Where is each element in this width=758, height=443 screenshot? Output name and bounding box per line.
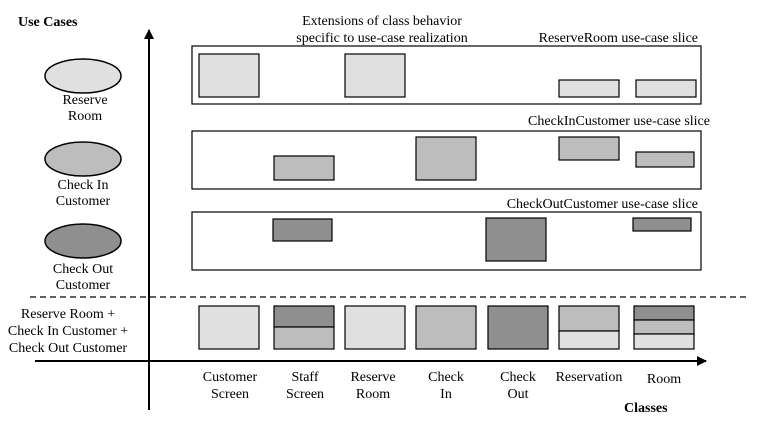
reserve-block-reserve-room — [344, 53, 406, 98]
checkout-block-room — [632, 217, 692, 232]
class-label-check-out-1: Check — [500, 370, 536, 385]
class-box-customer-screen — [198, 305, 260, 350]
slice-label-reserve-room: ReserveRoom use-case slice — [539, 31, 698, 46]
checkin-block-room — [635, 151, 695, 168]
reserve-block-customer-screen — [198, 53, 260, 98]
class-box-reserve-room — [344, 305, 406, 350]
checkin-block-staff-screen — [273, 155, 335, 181]
class-box-staff-screen — [273, 305, 335, 350]
classes-title: Classes — [624, 401, 668, 416]
use-case-label-reserve-room-1: Reserve — [62, 93, 107, 108]
use-case-label-check-out-1: Check Out — [53, 262, 113, 277]
composite-label-3: Check Out Customer — [9, 341, 128, 356]
class-box-room — [633, 305, 695, 350]
annotation-line-1: Extensions of class behavior — [302, 14, 462, 29]
checkin-block-reservation — [558, 136, 620, 161]
class-label-check-in-2: In — [440, 387, 452, 402]
slice-check-out-customer — [191, 211, 702, 271]
reservation-reserve-part — [558, 330, 620, 350]
room-reserve-part — [633, 333, 695, 350]
class-label-room: Room — [647, 372, 681, 387]
use-case-label-check-out-2: Customer — [56, 278, 111, 293]
checkin-block-check-in — [415, 136, 477, 181]
slice-label-check-in-customer: CheckInCustomer use-case slice — [528, 114, 710, 129]
slice-label-check-out-customer: CheckOutCustomer use-case slice — [507, 197, 698, 212]
class-label-check-in-1: Check — [428, 370, 464, 385]
class-box-reservation — [558, 305, 620, 350]
class-box-check-in — [415, 305, 477, 350]
reservation-checkin-part — [558, 305, 620, 332]
slice-reserve-room — [191, 45, 702, 105]
room-checkout-part — [633, 305, 695, 321]
staff-screen-checkout-part — [273, 305, 335, 328]
use-case-check-in-customer — [44, 141, 122, 177]
use-case-reserve-room — [44, 58, 122, 94]
use-case-label-check-in-1: Check In — [58, 178, 109, 193]
room-checkin-part — [633, 319, 695, 335]
checkout-block-staff-screen — [272, 218, 333, 242]
class-label-reserve-room-1: Reserve — [350, 370, 395, 385]
reserve-block-reservation — [558, 79, 620, 98]
use-cases-title: Use Cases — [18, 15, 78, 30]
class-label-reservation: Reservation — [556, 370, 623, 385]
class-label-customer-screen-2: Screen — [211, 387, 249, 402]
reserve-block-room — [635, 79, 697, 98]
class-label-staff-screen-2: Screen — [286, 387, 324, 402]
use-case-label-check-in-2: Customer — [56, 194, 111, 209]
composite-label-2: Check In Customer + — [8, 324, 128, 339]
composite-label-1: Reserve Room + — [21, 307, 115, 322]
class-label-staff-screen-1: Staff — [292, 370, 319, 385]
staff-screen-checkin-part — [273, 326, 335, 350]
annotation-line-2: specific to use-case realization — [296, 31, 467, 46]
use-case-label-reserve-room-2: Room — [68, 109, 102, 124]
class-box-check-out — [487, 305, 549, 350]
class-label-reserve-room-2: Room — [356, 387, 390, 402]
class-label-check-out-2: Out — [508, 387, 529, 402]
use-case-check-out-customer — [44, 223, 122, 259]
class-label-customer-screen-1: Customer — [203, 370, 258, 385]
checkout-block-check-out — [485, 217, 547, 262]
